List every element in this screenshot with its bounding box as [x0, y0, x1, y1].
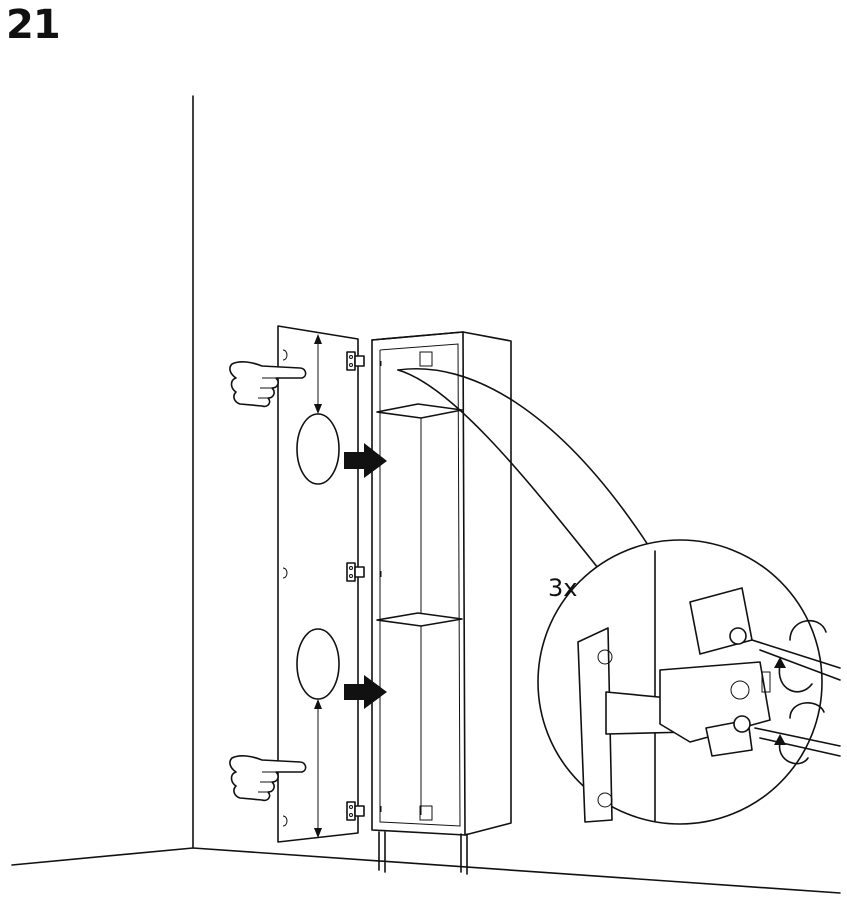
room-corner — [11, 95, 841, 894]
quantity-label: 3x — [548, 574, 577, 602]
hinges — [346, 351, 365, 821]
callout-leader — [397, 368, 651, 569]
push-arrows — [344, 443, 387, 709]
cabinet — [371, 331, 512, 875]
hand-icon — [229, 361, 307, 408]
door-panel — [277, 325, 359, 843]
hand-icon — [229, 755, 307, 802]
step-number: 21 — [6, 2, 61, 48]
detail-callout — [537, 539, 841, 825]
